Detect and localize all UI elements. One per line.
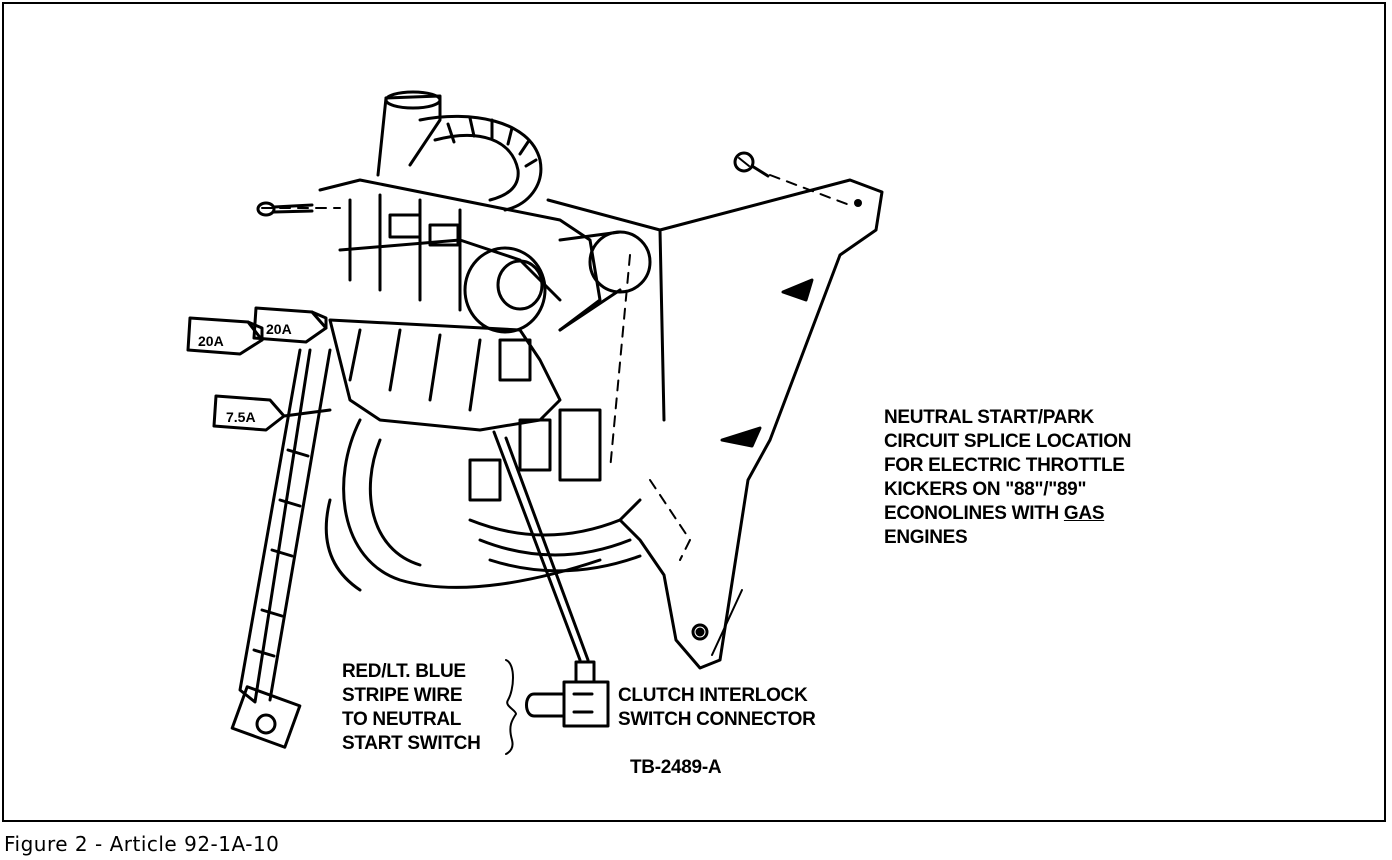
- neutral-line-5-prefix: ECONOLINES WITH: [884, 503, 1064, 524]
- neutral-line-5-gas: GAS: [1063, 503, 1105, 524]
- neutral-start-callout: NEUTRAL START/PARK CIRCUIT SPLICE LOCATI…: [884, 406, 1131, 550]
- wire-line-3: TO NEUTRAL: [342, 709, 462, 730]
- neutral-line-4: KICKERS ON "88"/"89": [884, 479, 1087, 500]
- connector-line-1: CLUTCH INTERLOCK: [618, 685, 808, 706]
- fuse-label-2: 20A: [266, 321, 292, 337]
- neutral-line-6: ENGINES: [884, 527, 968, 548]
- ignition-switch-housing: [318, 178, 652, 334]
- screw-left: [256, 201, 314, 217]
- wire-callout: RED/LT. BLUE STRIPE WIRE TO NEUTRAL STAR…: [342, 660, 481, 756]
- fuse-label-3: 7.5A: [226, 409, 256, 425]
- wire-line-1: RED/LT. BLUE: [342, 661, 466, 682]
- mounting-bracket: [546, 178, 884, 670]
- fuse-relay-block: [328, 318, 602, 502]
- connector-line-2: SWITCH CONNECTOR: [618, 709, 816, 730]
- clutch-connector: [525, 660, 610, 728]
- fuse-20a-right: [252, 306, 328, 344]
- neutral-line-3: FOR ELECTRIC THROTTLE: [884, 455, 1125, 476]
- fuse-7-5a: [212, 394, 332, 432]
- wire-line-2: STRIPE WIRE: [342, 685, 463, 706]
- wire-label-brace: [505, 659, 517, 755]
- leader-line: [492, 430, 590, 662]
- fuse-20a-left: [186, 316, 264, 356]
- neutral-line-1: NEUTRAL START/PARK: [884, 407, 1094, 428]
- lower-harness-bundle: [324, 418, 642, 592]
- connector-callout: CLUTCH INTERLOCK SWITCH CONNECTOR: [618, 684, 816, 732]
- wiring-harness: [418, 114, 543, 212]
- neutral-line-2: CIRCUIT SPLICE LOCATION: [884, 431, 1132, 452]
- figure-caption: Figure 2 - Article 92-1A-10: [4, 832, 280, 856]
- steering-column-tube: [376, 90, 442, 177]
- harness-strap: [230, 348, 332, 749]
- wire-line-4: START SWITCH: [342, 733, 481, 754]
- screw-top-right: [733, 151, 770, 178]
- drawing-code: TB-2489-A: [630, 757, 722, 778]
- fuse-label-1: 20A: [198, 333, 224, 349]
- figure-frame: [2, 2, 1386, 822]
